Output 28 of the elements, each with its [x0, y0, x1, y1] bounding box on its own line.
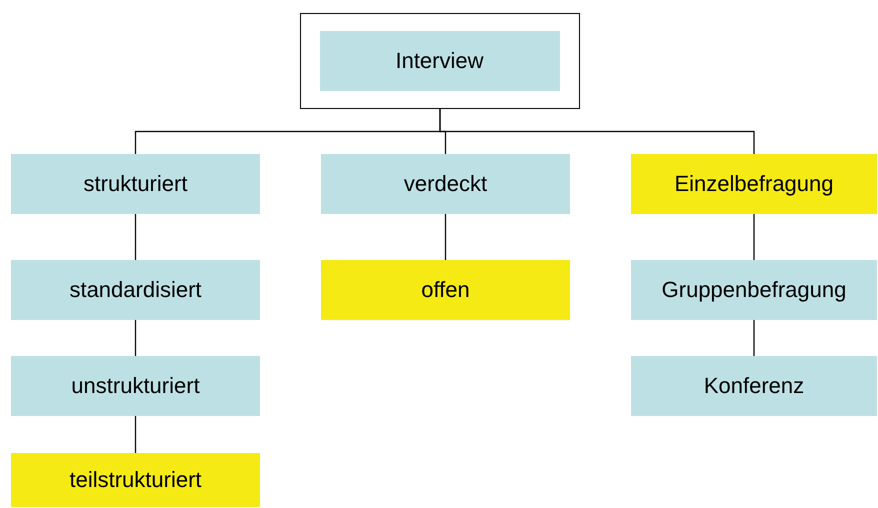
connector-line: [444, 214, 446, 260]
category-box: [11, 260, 260, 320]
category-box: [321, 260, 570, 320]
connector-line: [753, 214, 755, 260]
frame-box: [300, 13, 580, 109]
category-box: [11, 453, 260, 507]
node-label: offen: [421, 277, 470, 303]
category-box: [11, 356, 260, 416]
category-box: [321, 154, 570, 214]
category-box: [320, 30, 560, 90]
node-label: Einzelbefragung: [674, 171, 834, 197]
node-label: teilstrukturiert: [69, 467, 202, 493]
category-box: [631, 154, 877, 214]
connector-line: [134, 416, 136, 453]
node-label: strukturiert: [84, 171, 188, 197]
node-label: Konferenz: [704, 373, 804, 399]
category-box: [11, 154, 260, 214]
connector-line: [134, 214, 136, 260]
node-label: Gruppenbefragung: [662, 277, 846, 303]
connector-line: [753, 320, 755, 356]
category-box: [631, 260, 877, 320]
connector-line: [439, 109, 755, 154]
category-box: [631, 356, 877, 416]
connector-line: [134, 320, 136, 356]
node-label: Interview: [395, 48, 484, 74]
node-label: unstrukturiert: [71, 373, 200, 399]
node-label: standardisiert: [69, 277, 202, 303]
node-label: verdeckt: [404, 171, 488, 197]
